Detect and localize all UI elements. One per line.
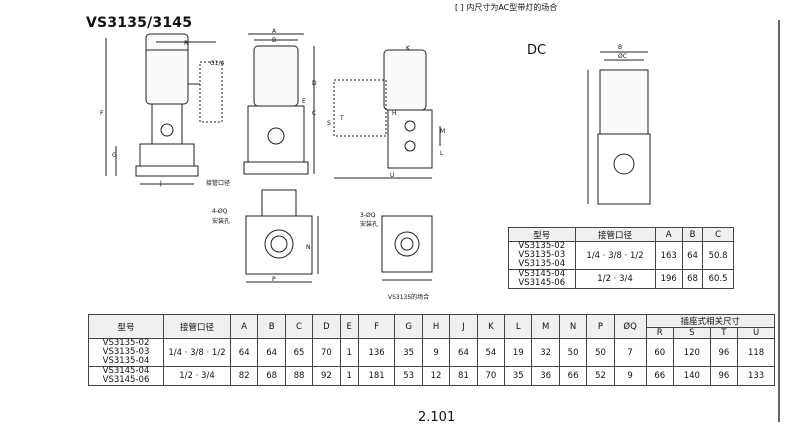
dim-r: R xyxy=(184,40,189,47)
page-title: VS3135/3145 xyxy=(86,15,193,31)
main-dimension-table: 型号 接管口径 A B C D E F G H J K L M N P ØQ 插… xyxy=(88,314,776,386)
vs3135-bottom-drawing xyxy=(374,208,440,288)
dc-label: DC xyxy=(527,43,547,58)
dim-d: D xyxy=(312,80,317,87)
dc-dim-c: ØC xyxy=(618,53,627,60)
dim-j: J xyxy=(160,180,162,187)
dc-dim-b: B xyxy=(618,44,623,51)
dim-a: A xyxy=(272,28,277,35)
side-view-drawing xyxy=(240,26,320,186)
mount-hole-1-sub: 安装孔 xyxy=(212,218,231,225)
vs3135-caption: VS3135的场合 xyxy=(388,294,430,301)
table-row: VS3145-04 VS3145-06 1/2 · 3/4 196 68 60.… xyxy=(508,269,734,289)
rear-view-drawing xyxy=(330,40,450,190)
dim-g14: G1/4 xyxy=(210,60,225,67)
dc-col-model: 型号 xyxy=(508,227,576,242)
mount-hole-2: 3-ØQ xyxy=(360,212,376,219)
mount-hole-2-sub: 安装孔 xyxy=(360,221,379,228)
port-label-1: 接管口径 xyxy=(206,180,231,187)
bottom-view-drawing xyxy=(236,186,326,286)
dim-c: C xyxy=(312,110,317,117)
dim-f: F xyxy=(100,110,104,117)
dim-h: H xyxy=(392,110,397,117)
dim-m: M xyxy=(440,128,446,135)
dc-col-c: C xyxy=(702,227,734,242)
dim-t: T xyxy=(340,115,344,122)
dc-col-a: A xyxy=(654,227,683,242)
dim-g: G xyxy=(112,152,117,159)
dc-dimension-table: 型号 接管口径 A B C VS3135-02 VS3135-03 VS3135… xyxy=(508,227,734,289)
dim-n: N xyxy=(306,244,311,251)
dc-col-port: 接管口径 xyxy=(574,227,656,242)
dim-l: L xyxy=(440,150,444,157)
dim-p: P xyxy=(272,276,276,283)
ac-lamp-note: [ ] 内尺寸为AC型带灯的场合 xyxy=(455,3,558,12)
dim-u: U xyxy=(390,172,395,179)
mount-hole-1: 4-ØQ xyxy=(212,208,228,215)
dim-b: B xyxy=(272,37,277,44)
dim-s: S xyxy=(327,120,331,127)
dc-col-b: B xyxy=(681,227,704,242)
front-view-drawing xyxy=(96,28,236,188)
dc-view-drawing xyxy=(584,46,664,216)
dim-k: K xyxy=(406,45,410,52)
table-row: VS3135-02 VS3135-03 VS3135-04 1/4 · 3/8 … xyxy=(508,241,734,270)
page-number: 2.101 xyxy=(418,410,456,425)
page-edge xyxy=(778,20,785,422)
dim-e: E xyxy=(302,98,306,105)
